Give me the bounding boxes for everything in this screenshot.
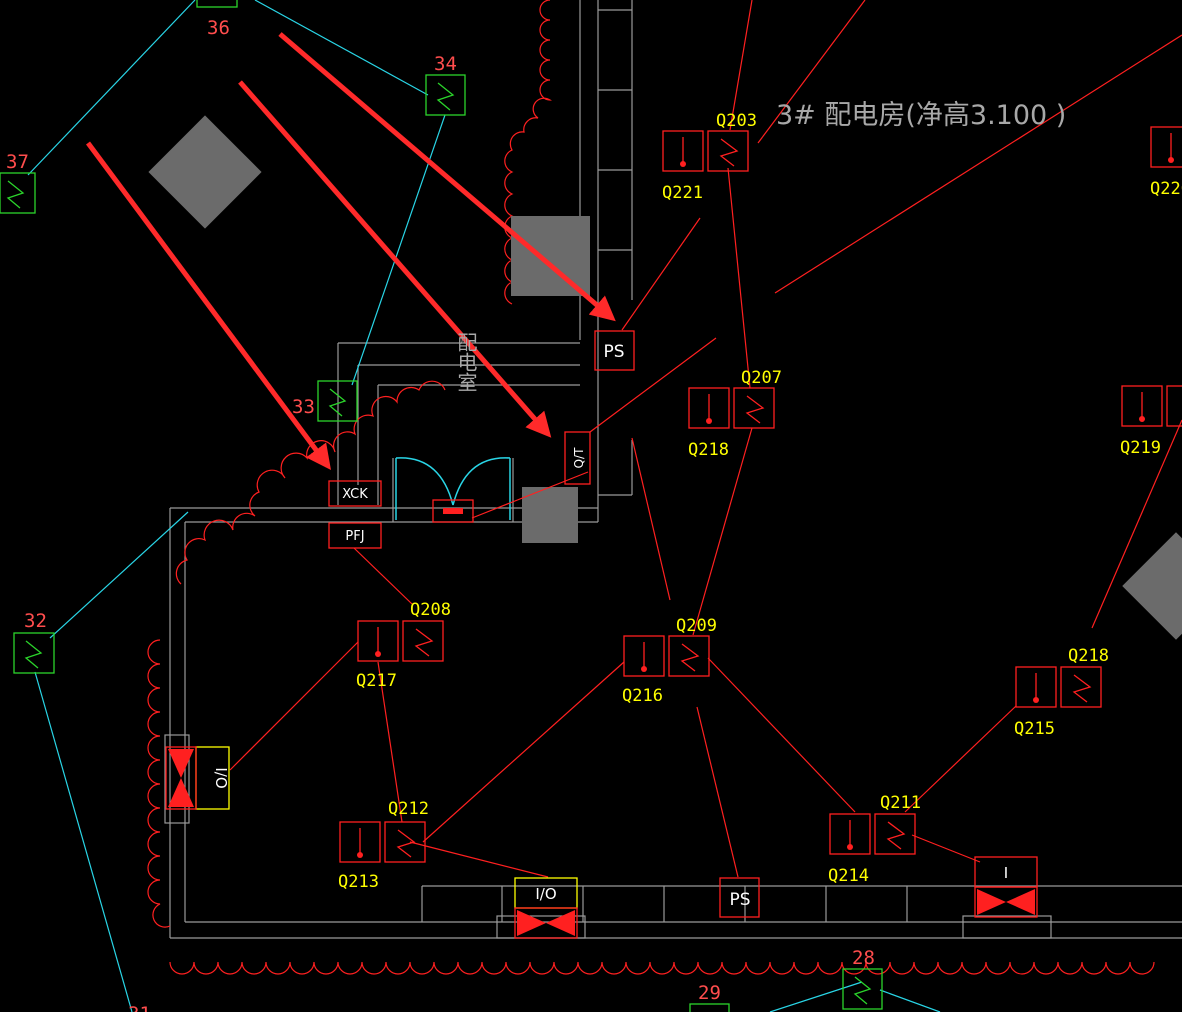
tag-q216: Q216 — [622, 686, 663, 706]
device-io-left[interactable]: I/O — [195, 746, 230, 810]
tag-q213: Q213 — [338, 872, 379, 892]
revision-cloud — [147, 0, 1155, 975]
device-xck[interactable]: XCK — [328, 480, 382, 507]
zone-number-34: 34 — [434, 53, 457, 75]
device-ps-bottom[interactable]: PS — [719, 877, 760, 918]
heat-detector-q217[interactable] — [357, 620, 399, 662]
double-door-swing — [395, 457, 511, 520]
device-ps-top[interactable]: PS — [594, 330, 635, 371]
zone-box-32[interactable] — [13, 632, 55, 674]
annotation-arrow — [278, 32, 616, 322]
valve-right[interactable] — [974, 886, 1038, 918]
smoke-detector-q218b[interactable] — [1060, 666, 1102, 708]
annotation-arrows — [85, 32, 616, 471]
zone-numbers: 36 34 37 33 32 28 29 31 — [6, 17, 875, 1012]
svg-text:PFJ: PFJ — [345, 529, 364, 544]
device-pfj[interactable]: PFJ — [328, 522, 382, 549]
tag-q218b: Q218 — [1068, 646, 1109, 666]
heat-detector-q220[interactable] — [1150, 126, 1182, 168]
smoke-detector-q212[interactable] — [384, 821, 426, 863]
device-qt[interactable]: Q/T — [564, 431, 591, 485]
tag-q212: Q212 — [388, 799, 429, 819]
tag-q214: Q214 — [828, 866, 869, 886]
smoke-detector-q207[interactable] — [733, 387, 775, 429]
door-hold-device[interactable] — [432, 499, 474, 523]
valve-left[interactable] — [165, 746, 197, 810]
tag-q218a: Q218 — [688, 440, 729, 460]
zone-box-28[interactable] — [842, 968, 883, 1010]
annotation-arrow — [238, 80, 552, 438]
device-wiring — [229, 0, 1182, 878]
zone-box-36[interactable] — [196, 0, 238, 8]
tag-q220: Q220 — [1150, 179, 1182, 199]
heat-detector-q221[interactable] — [662, 130, 704, 172]
detector-tags: Q203 Q221 Q220 Q207 Q218 Q219 Q208 Q217 … — [338, 111, 1182, 892]
valve-bottom[interactable] — [514, 907, 578, 939]
tag-q211: Q211 — [880, 793, 921, 813]
zone-number-29: 29 — [698, 982, 721, 1004]
tag-q203: Q203 — [716, 111, 757, 131]
zone-number-36: 36 — [207, 17, 230, 39]
tag-q215: Q215 — [1014, 719, 1055, 739]
column-diamond-left — [148, 115, 262, 229]
room-vertical-note: 配电室 — [454, 332, 478, 392]
svg-text:I: I — [1004, 864, 1008, 882]
tag-q219: Q219 — [1120, 438, 1161, 458]
annotation-arrow — [85, 141, 331, 471]
wall-lines — [164, 0, 1182, 939]
tag-q221: Q221 — [662, 183, 703, 203]
heat-detector-q214[interactable] — [829, 813, 871, 855]
heat-detector-q215[interactable] — [1015, 666, 1057, 708]
smoke-detector-q209[interactable] — [668, 635, 710, 677]
room-title: 3# 配电房(净高3.100 ) — [776, 100, 1066, 131]
zone-number-31: 31 — [128, 1003, 151, 1012]
zone-number-37: 37 — [6, 151, 29, 173]
svg-text:Q/T: Q/T — [572, 447, 586, 468]
column-square-door — [522, 487, 578, 543]
device-i-right[interactable]: I — [974, 856, 1038, 888]
zone-box-29[interactable] — [689, 1003, 730, 1012]
svg-text:I/O: I/O — [212, 767, 230, 788]
svg-text:XCK: XCK — [342, 487, 368, 502]
smoke-detector-q208[interactable] — [402, 620, 444, 662]
tag-q217: Q217 — [356, 671, 397, 691]
heat-detector-q216[interactable] — [623, 635, 665, 677]
zone-box-33[interactable] — [317, 380, 358, 422]
zone-box-34[interactable] — [425, 74, 466, 116]
svg-text:PS: PS — [729, 890, 750, 910]
tag-q207: Q207 — [741, 368, 782, 388]
zone-number-32: 32 — [24, 610, 47, 632]
tag-q209: Q209 — [676, 616, 717, 636]
tag-q208: Q208 — [410, 600, 451, 620]
device-io-bottom[interactable]: I/O — [514, 877, 578, 909]
zone-number-28: 28 — [852, 947, 875, 969]
smoke-detector-q203[interactable] — [707, 130, 749, 172]
svg-text:I/O: I/O — [535, 885, 556, 903]
heat-detector-q219[interactable] — [1121, 385, 1182, 427]
heat-detector-q218a[interactable] — [688, 387, 730, 429]
zone-number-33: 33 — [292, 396, 315, 418]
column-square-top — [511, 216, 590, 296]
column-diamond-right — [1122, 532, 1182, 640]
zone-box-37[interactable] — [0, 172, 36, 214]
svg-text:PS: PS — [603, 342, 624, 362]
heat-detector-q213[interactable] — [339, 821, 381, 863]
smoke-detector-q211[interactable] — [874, 813, 916, 855]
